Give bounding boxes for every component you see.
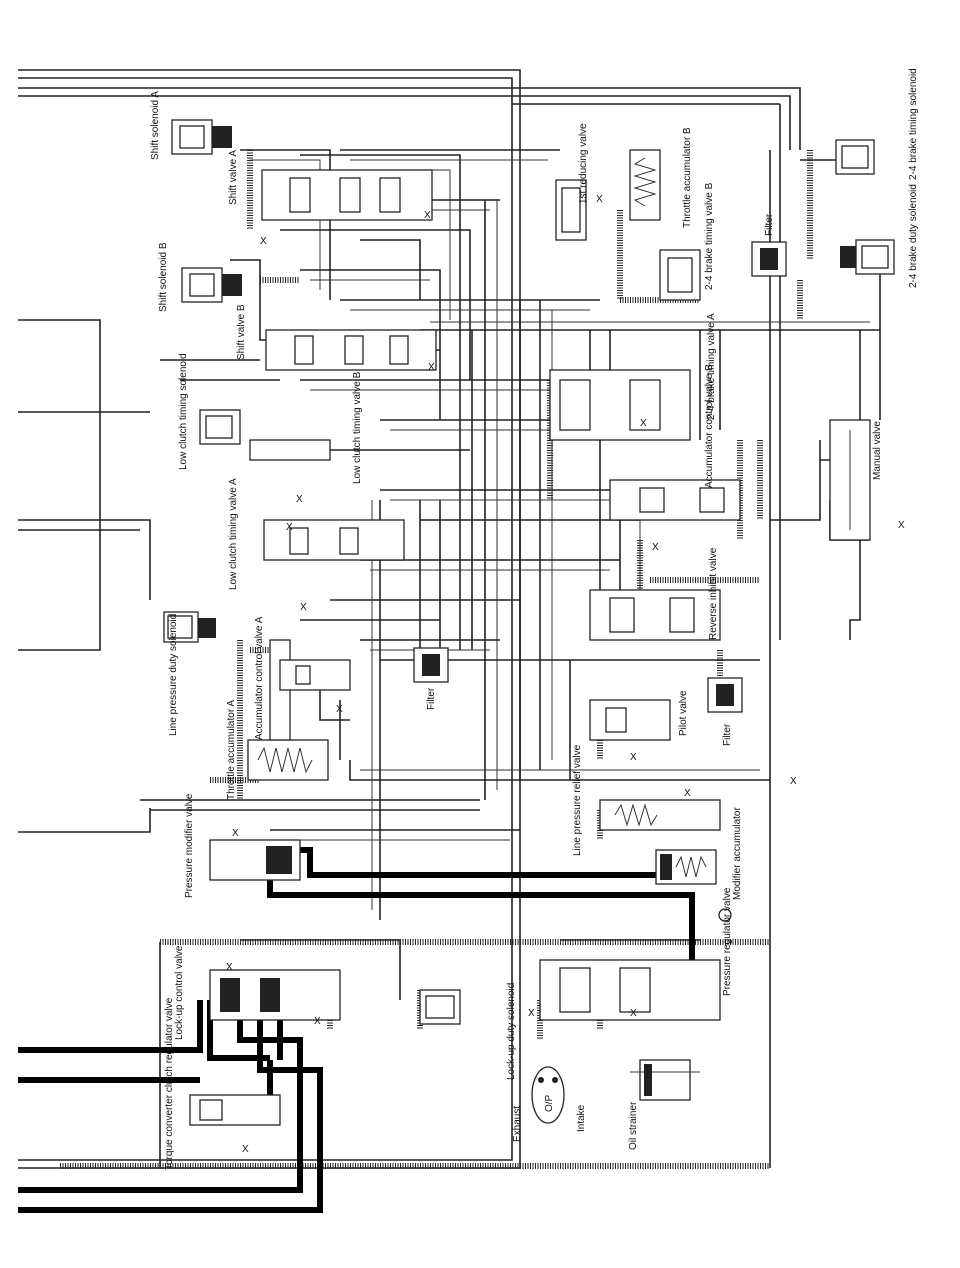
label-shift-solenoid-b: Shift solenoid B	[158, 242, 169, 312]
svg-text:X: X	[242, 1144, 249, 1155]
label-line-pressure-duty-solenoid: Line pressure duty solenoid	[168, 614, 179, 736]
exhaust-marks: X X X X X X X X X X X X X X X X X X X X	[226, 194, 905, 1155]
svg-text:X: X	[898, 520, 905, 531]
reverse-inhibit-valve	[589, 589, 721, 641]
label-shift-valve-b: Shift valve B	[236, 304, 247, 360]
label-filter-center: Filter	[426, 687, 437, 710]
label-accumulator-control-valve-b: Accumulator control valve B	[704, 364, 715, 488]
filter-center	[413, 647, 449, 683]
svg-text:X: X	[300, 602, 307, 613]
shift-solenoid-b	[181, 267, 242, 303]
label-brake-timing-valve-b: 2-4 brake timing valve B	[704, 182, 715, 290]
label-brake-duty-solenoid: 2-4 brake duty solenoid	[908, 184, 919, 288]
low-clutch-timing-valve-a	[263, 519, 405, 561]
label-shift-valve-a: Shift valve A	[228, 150, 239, 205]
svg-text:X: X	[424, 210, 431, 221]
label-oil-strainer: Oil strainer	[628, 1101, 639, 1150]
label-manual-valve: Manual valve	[872, 421, 883, 480]
label-low-clutch-timing-solenoid: Low clutch timing solenoid	[178, 353, 189, 470]
brake-duty-solenoid	[840, 239, 895, 275]
line-pressure-relief-valve	[599, 799, 721, 831]
oil-strainer	[630, 1059, 700, 1101]
accumulator-control-valve-a	[279, 659, 351, 691]
accumulator-control-valve-b	[609, 479, 741, 521]
label-lock-up-control-valve: Lock-up control valve	[174, 945, 185, 1040]
label-reverse-inhibit-valve: Reverse inhibit valve	[708, 547, 719, 640]
label-accumulator-control-valve-a: Accumulator control valve A	[254, 616, 265, 740]
label-low-clutch-timing-valve-b: Low clutch timing valve B	[352, 371, 363, 484]
filter-top-right	[751, 241, 787, 277]
label-intake: Intake	[576, 1104, 587, 1132]
svg-text:X: X	[260, 236, 267, 247]
low-clutch-timing-solenoid	[199, 409, 331, 461]
label-modifier-accumulator: Modifier accumulator	[732, 807, 743, 900]
svg-text:X: X	[596, 194, 603, 205]
first-reducing-valve	[555, 179, 587, 241]
outer-passages	[18, 69, 801, 1169]
label-shift-solenoid-a: Shift solenoid A	[150, 91, 161, 160]
label-line-pressure-relief-valve: Line pressure relief valve	[572, 744, 583, 856]
lock-up-duty-solenoid	[419, 989, 461, 1025]
pressure-modifier-valve	[209, 839, 301, 881]
svg-text:X: X	[226, 962, 233, 973]
component-labels: Shift solenoid A Shift valve A Shift sol…	[150, 68, 919, 1170]
svg-text:X: X	[232, 828, 239, 839]
modifier-accumulator	[655, 849, 717, 885]
svg-text:X: X	[336, 704, 343, 715]
svg-text:X: X	[428, 362, 435, 373]
converter-passages	[18, 847, 695, 1213]
svg-text:X: X	[314, 1016, 321, 1027]
throttle-accumulator-b	[629, 149, 661, 221]
oil-pump	[531, 1066, 565, 1124]
label-pressure-modifier-valve: Pressure modifier valve	[184, 793, 195, 898]
label-pressure-regulator-valve: Pressure regulator valve	[722, 887, 733, 996]
label-pilot-valve: Pilot valve	[678, 690, 689, 736]
label-low-clutch-timing-valve-a: Low clutch timing valve A	[228, 478, 239, 590]
svg-text:X: X	[528, 1008, 535, 1019]
svg-text:X: X	[684, 788, 691, 799]
label-filter-pilot: Filter	[722, 723, 733, 746]
lock-up-control-valve	[209, 969, 341, 1021]
svg-text:X: X	[286, 522, 293, 533]
filter-pilot	[707, 677, 743, 713]
label-first-reducing-valve: 1st reducing valve	[578, 123, 589, 204]
label-oil-pump: O/P	[544, 1094, 555, 1112]
brake-timing-valve-b	[659, 249, 701, 301]
label-brake-timing-valve-a: 2-4 brake timing valve A	[706, 313, 717, 420]
torque-converter-regulator-valve	[189, 1094, 281, 1126]
label-throttle-accumulator-a: Throttle accumulator A	[226, 700, 237, 800]
svg-text:X: X	[630, 1008, 637, 1019]
svg-text:X: X	[652, 542, 659, 553]
label-brake-timing-solenoid: 2-4 brake timing solenoid	[908, 68, 919, 180]
pilot-valve	[589, 699, 671, 741]
svg-text:X: X	[630, 752, 637, 763]
label-lock-up-duty-solenoid: Lock-up duty solenoid	[506, 983, 517, 1080]
label-filter-top-right: Filter	[764, 213, 775, 236]
line-pressure-duty-solenoid	[163, 611, 216, 643]
brake-timing-valve-a	[549, 369, 691, 441]
manual-valve	[829, 419, 871, 541]
svg-text:X: X	[790, 776, 797, 787]
brake-timing-solenoid	[835, 139, 875, 175]
svg-text:X: X	[640, 418, 647, 429]
shift-valve-b	[265, 329, 437, 371]
label-torque-converter-regulator-valve: Torque converter clutch regulator valve	[164, 997, 175, 1170]
pressure-regulator-valve	[539, 908, 732, 1021]
label-exhaust: Exhaust	[512, 1106, 523, 1142]
shift-valve-a	[261, 169, 433, 221]
label-throttle-accumulator-b: Throttle accumulator B	[682, 127, 693, 228]
svg-text:X: X	[296, 494, 303, 505]
shift-solenoid-a	[171, 119, 232, 155]
